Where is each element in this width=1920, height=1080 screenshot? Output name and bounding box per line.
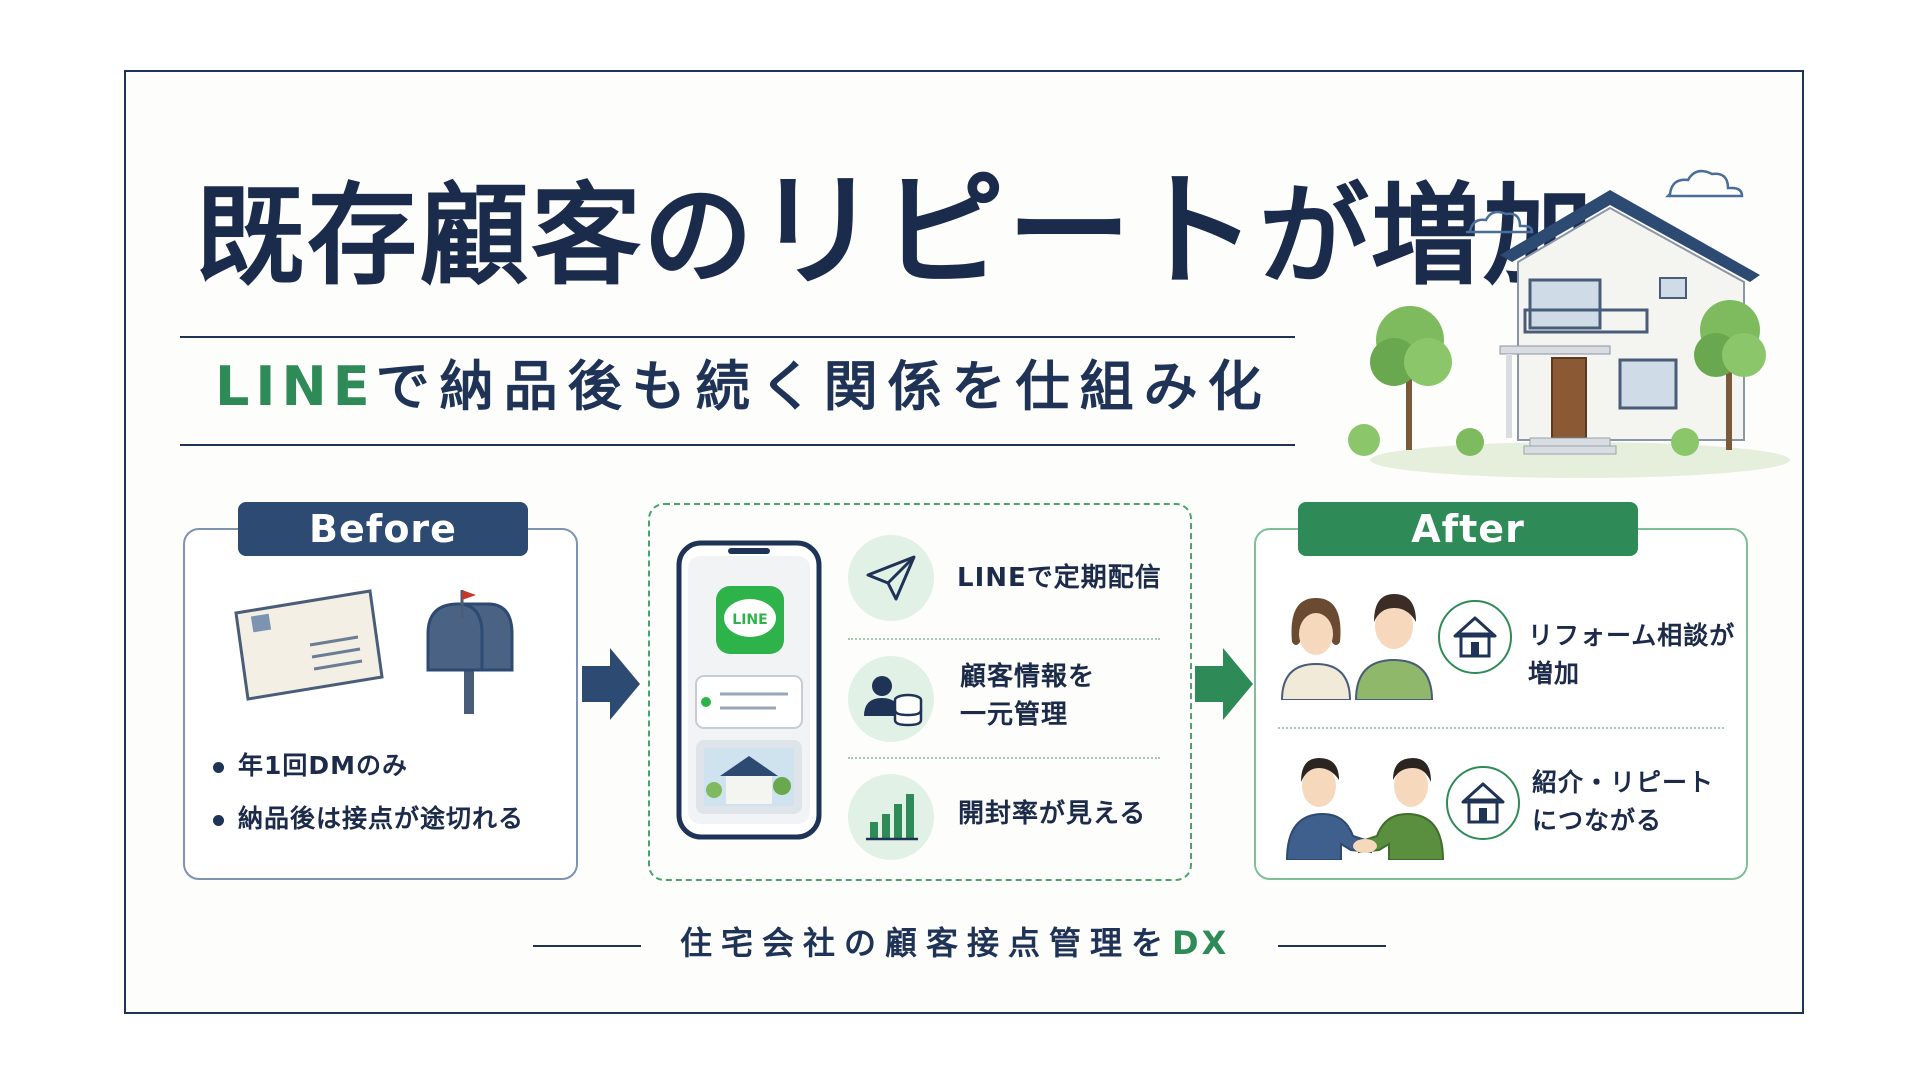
mailbox-icon (426, 590, 514, 714)
before-bullet-1: 年1回DMのみ (213, 746, 408, 782)
feature-text-2: 顧客情報を 一元管理 (960, 658, 1095, 734)
arrow-right-icon (1195, 648, 1253, 720)
divider (848, 757, 1160, 759)
result-text-2-line-1: 紹介・リピート (1532, 768, 1715, 797)
house-icon (1453, 616, 1497, 658)
line-app-label: LINE (732, 612, 767, 628)
feature-icon-circle (848, 774, 934, 860)
footer-line-right (1278, 945, 1386, 947)
feature-text-2-line-1: 顧客情報を (960, 662, 1096, 692)
footer-accent: DX (1172, 924, 1230, 962)
feature-text-3: 開封率が見える (958, 799, 1147, 829)
subheadline-text: で納品後も続く関係を仕組み化 (375, 355, 1272, 418)
arrow-right-icon (582, 648, 640, 720)
customer-database-icon (864, 676, 923, 727)
handshake-illustration (1285, 758, 1445, 860)
smartphone-icon: LINE (676, 540, 822, 840)
subheadline: LINEで納品後も続く関係を仕組み化 (215, 360, 1272, 414)
cloud-icon (1465, 169, 1744, 234)
divider (848, 638, 1160, 640)
result-text-2-line-2: につながる (1532, 806, 1663, 835)
bar-chart-icon (866, 794, 918, 841)
house-illustration (1348, 169, 1790, 478)
line-solution-card (648, 503, 1192, 881)
feature-text-1: LINEで定期配信 (957, 563, 1162, 593)
footer-caption: 住宅会社の顧客接点管理をDX (680, 927, 1229, 959)
paper-plane-icon (866, 555, 916, 601)
headline-rule-top (180, 336, 1295, 338)
result-text-2: 紹介・リピート につながる (1532, 764, 1714, 840)
divider (1278, 727, 1724, 729)
result-text-1-line-2: 増加 (1528, 659, 1581, 688)
headline-part2: リピート (755, 160, 1260, 304)
result-text-1-line-1: リフォーム相談が (1528, 621, 1736, 650)
before-label: Before (238, 502, 528, 556)
footer-line-left (533, 945, 641, 947)
couple-illustration (1280, 594, 1434, 700)
bullet-dot (213, 814, 224, 826)
subheadline-brand: LINE (215, 355, 376, 418)
bullet-dot (213, 761, 224, 773)
headline-rule-bottom (180, 444, 1295, 446)
feature-text-2-line-2: 一元管理 (960, 700, 1069, 730)
headline-part1: 既存顧客の (195, 172, 755, 300)
footer-text: 住宅会社の顧客接点管理を (680, 924, 1173, 962)
result-text-1: リフォーム相談が 増加 (1528, 617, 1735, 693)
house-icon (1461, 782, 1505, 824)
speech-bubble (1438, 600, 1512, 674)
tree-icon (1348, 300, 1766, 456)
before-bullet-2: 納品後は接点が途切れる (213, 799, 524, 835)
postcard-icon (234, 589, 384, 701)
after-label: After (1298, 502, 1638, 556)
